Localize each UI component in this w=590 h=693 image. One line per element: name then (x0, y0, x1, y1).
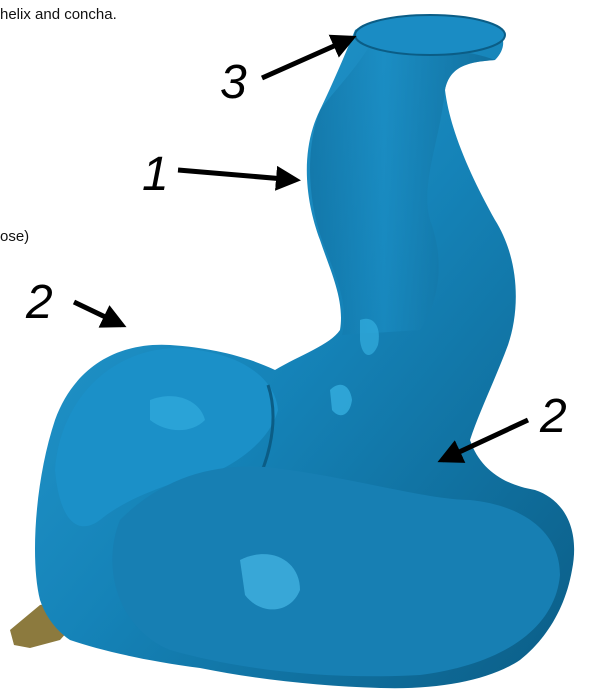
arrow-2-left (74, 302, 122, 325)
label-2-right: 2 (539, 390, 567, 443)
label-3: 3 (220, 56, 247, 109)
canal-opening (355, 15, 505, 55)
label-2-left: 2 (25, 276, 53, 329)
arrow-1 (178, 170, 296, 180)
label-1: 1 (142, 148, 169, 201)
